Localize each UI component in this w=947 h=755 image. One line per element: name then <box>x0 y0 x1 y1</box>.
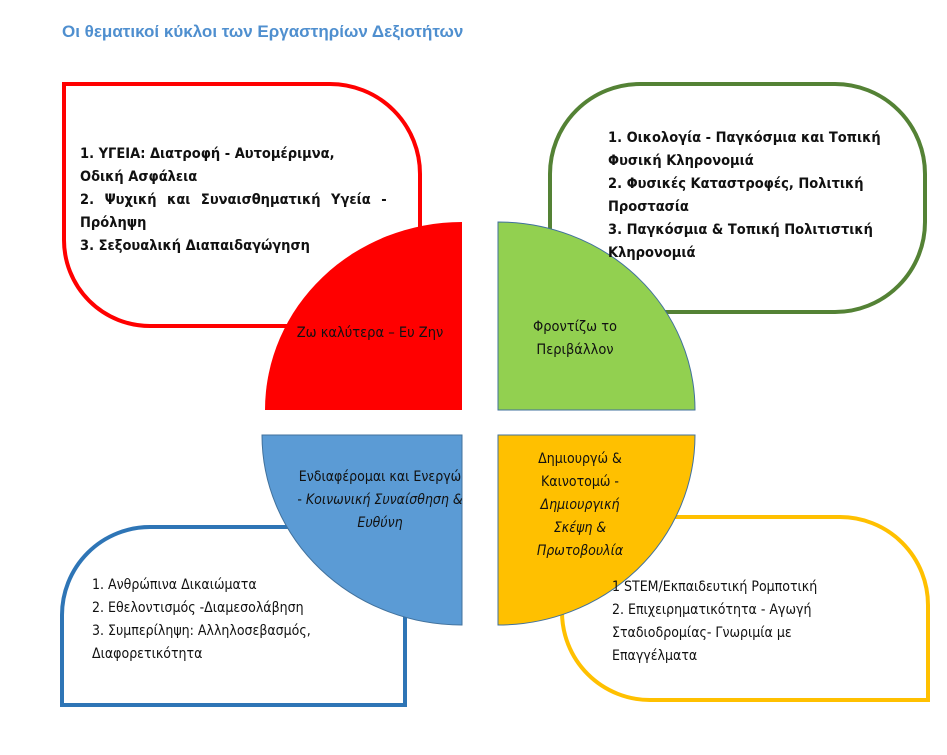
list-item: 1. Οικολογία - Παγκόσμια και Τοπική <box>608 130 881 146</box>
care-act-label: Ενδιαφέρομαι και Ενεργώ - Κοινωνική Συνα… <box>295 466 465 535</box>
list-item: 3. Σεξουαλική Διαπαιδαγώγηση <box>80 238 310 254</box>
list-item: 3. Συμπερίληψη: Αλληλοσεβασμός, <box>92 623 311 639</box>
care-act-list: 1. Ανθρώπινα Δικαιώματα 2. Εθελοντισμός … <box>92 574 311 666</box>
green-box <box>548 82 927 314</box>
list-item: Οδική Ασφάλεια <box>80 169 198 185</box>
blue-box <box>60 525 407 707</box>
list-item: Διαφορετικότητα <box>92 646 203 662</box>
list-item: Επαγγέλματα <box>612 648 698 664</box>
environment-list: 1. Οικολογία - Παγκόσμια και Τοπική Φυσι… <box>608 127 881 265</box>
create-innovate-label-italic: Δημιουργική Σκέψη & Πρωτοβουλία <box>536 497 624 559</box>
environment-label: Φροντίζω το Περιβάλλον <box>532 319 618 358</box>
list-item: 3. Παγκόσμια & Τοπική Πολιτιστική <box>608 222 873 238</box>
live-better-label: Ζω καλύτερα – Ευ Ζην <box>296 325 444 341</box>
blue-quadrant <box>261 434 463 626</box>
list-item: 1 STEM/Εκπαιδευτική Ρομποτική <box>612 579 818 595</box>
list-item: 1. ΥΓΕΙΑ: Διατροφή - Αυτομέριμνα, <box>80 146 335 162</box>
page-title: Οι θεματικοί κύκλοι των Εργαστηρίων Δεξι… <box>62 22 464 41</box>
list-item: 1. Ανθρώπινα Δικαιώματα <box>92 577 257 593</box>
list-item: Πρόληψη <box>80 215 147 231</box>
list-item: Φυσική Κληρονομιά <box>608 153 754 169</box>
create-innovate-list: 1 STEM/Εκπαιδευτική Ρομποτική 2. Επιχειρ… <box>612 576 817 668</box>
list-item: Προστασία <box>608 199 689 215</box>
care-act-label-italic: Κοινωνική Συναίσθηση & Ευθύνη <box>305 492 463 531</box>
list-item: 2. Εθελοντισμός -Διαμεσολάβηση <box>92 600 304 616</box>
green-quadrant <box>497 221 696 411</box>
list-item: 2. Φυσικές Καταστροφές, Πολιτική <box>608 176 864 192</box>
create-innovate-label-plain: Δημιουργώ & Καινοτομώ - <box>538 451 622 490</box>
list-item: Σταδιοδρομίας- Γνωριμία με <box>612 625 792 641</box>
list-item: 2. Επιχειρηματικότητα - Αγωγή <box>612 602 812 618</box>
care-act-label-plain: Ενδιαφέρομαι και Ενεργώ - <box>297 469 462 508</box>
yellow-quadrant <box>497 434 696 626</box>
list-item: 2. Ψυχική και Συναισθηματική Υγεία - <box>80 192 387 208</box>
red-quadrant <box>265 222 462 410</box>
create-innovate-label: Δημιουργώ & Καινοτομώ - Δημιουργική Σκέψ… <box>520 448 640 563</box>
live-better-list: 1. ΥΓΕΙΑ: Διατροφή - Αυτομέριμνα, Οδική … <box>80 143 387 258</box>
yellow-box <box>560 515 930 702</box>
list-item: Κληρονομιά <box>608 245 696 261</box>
